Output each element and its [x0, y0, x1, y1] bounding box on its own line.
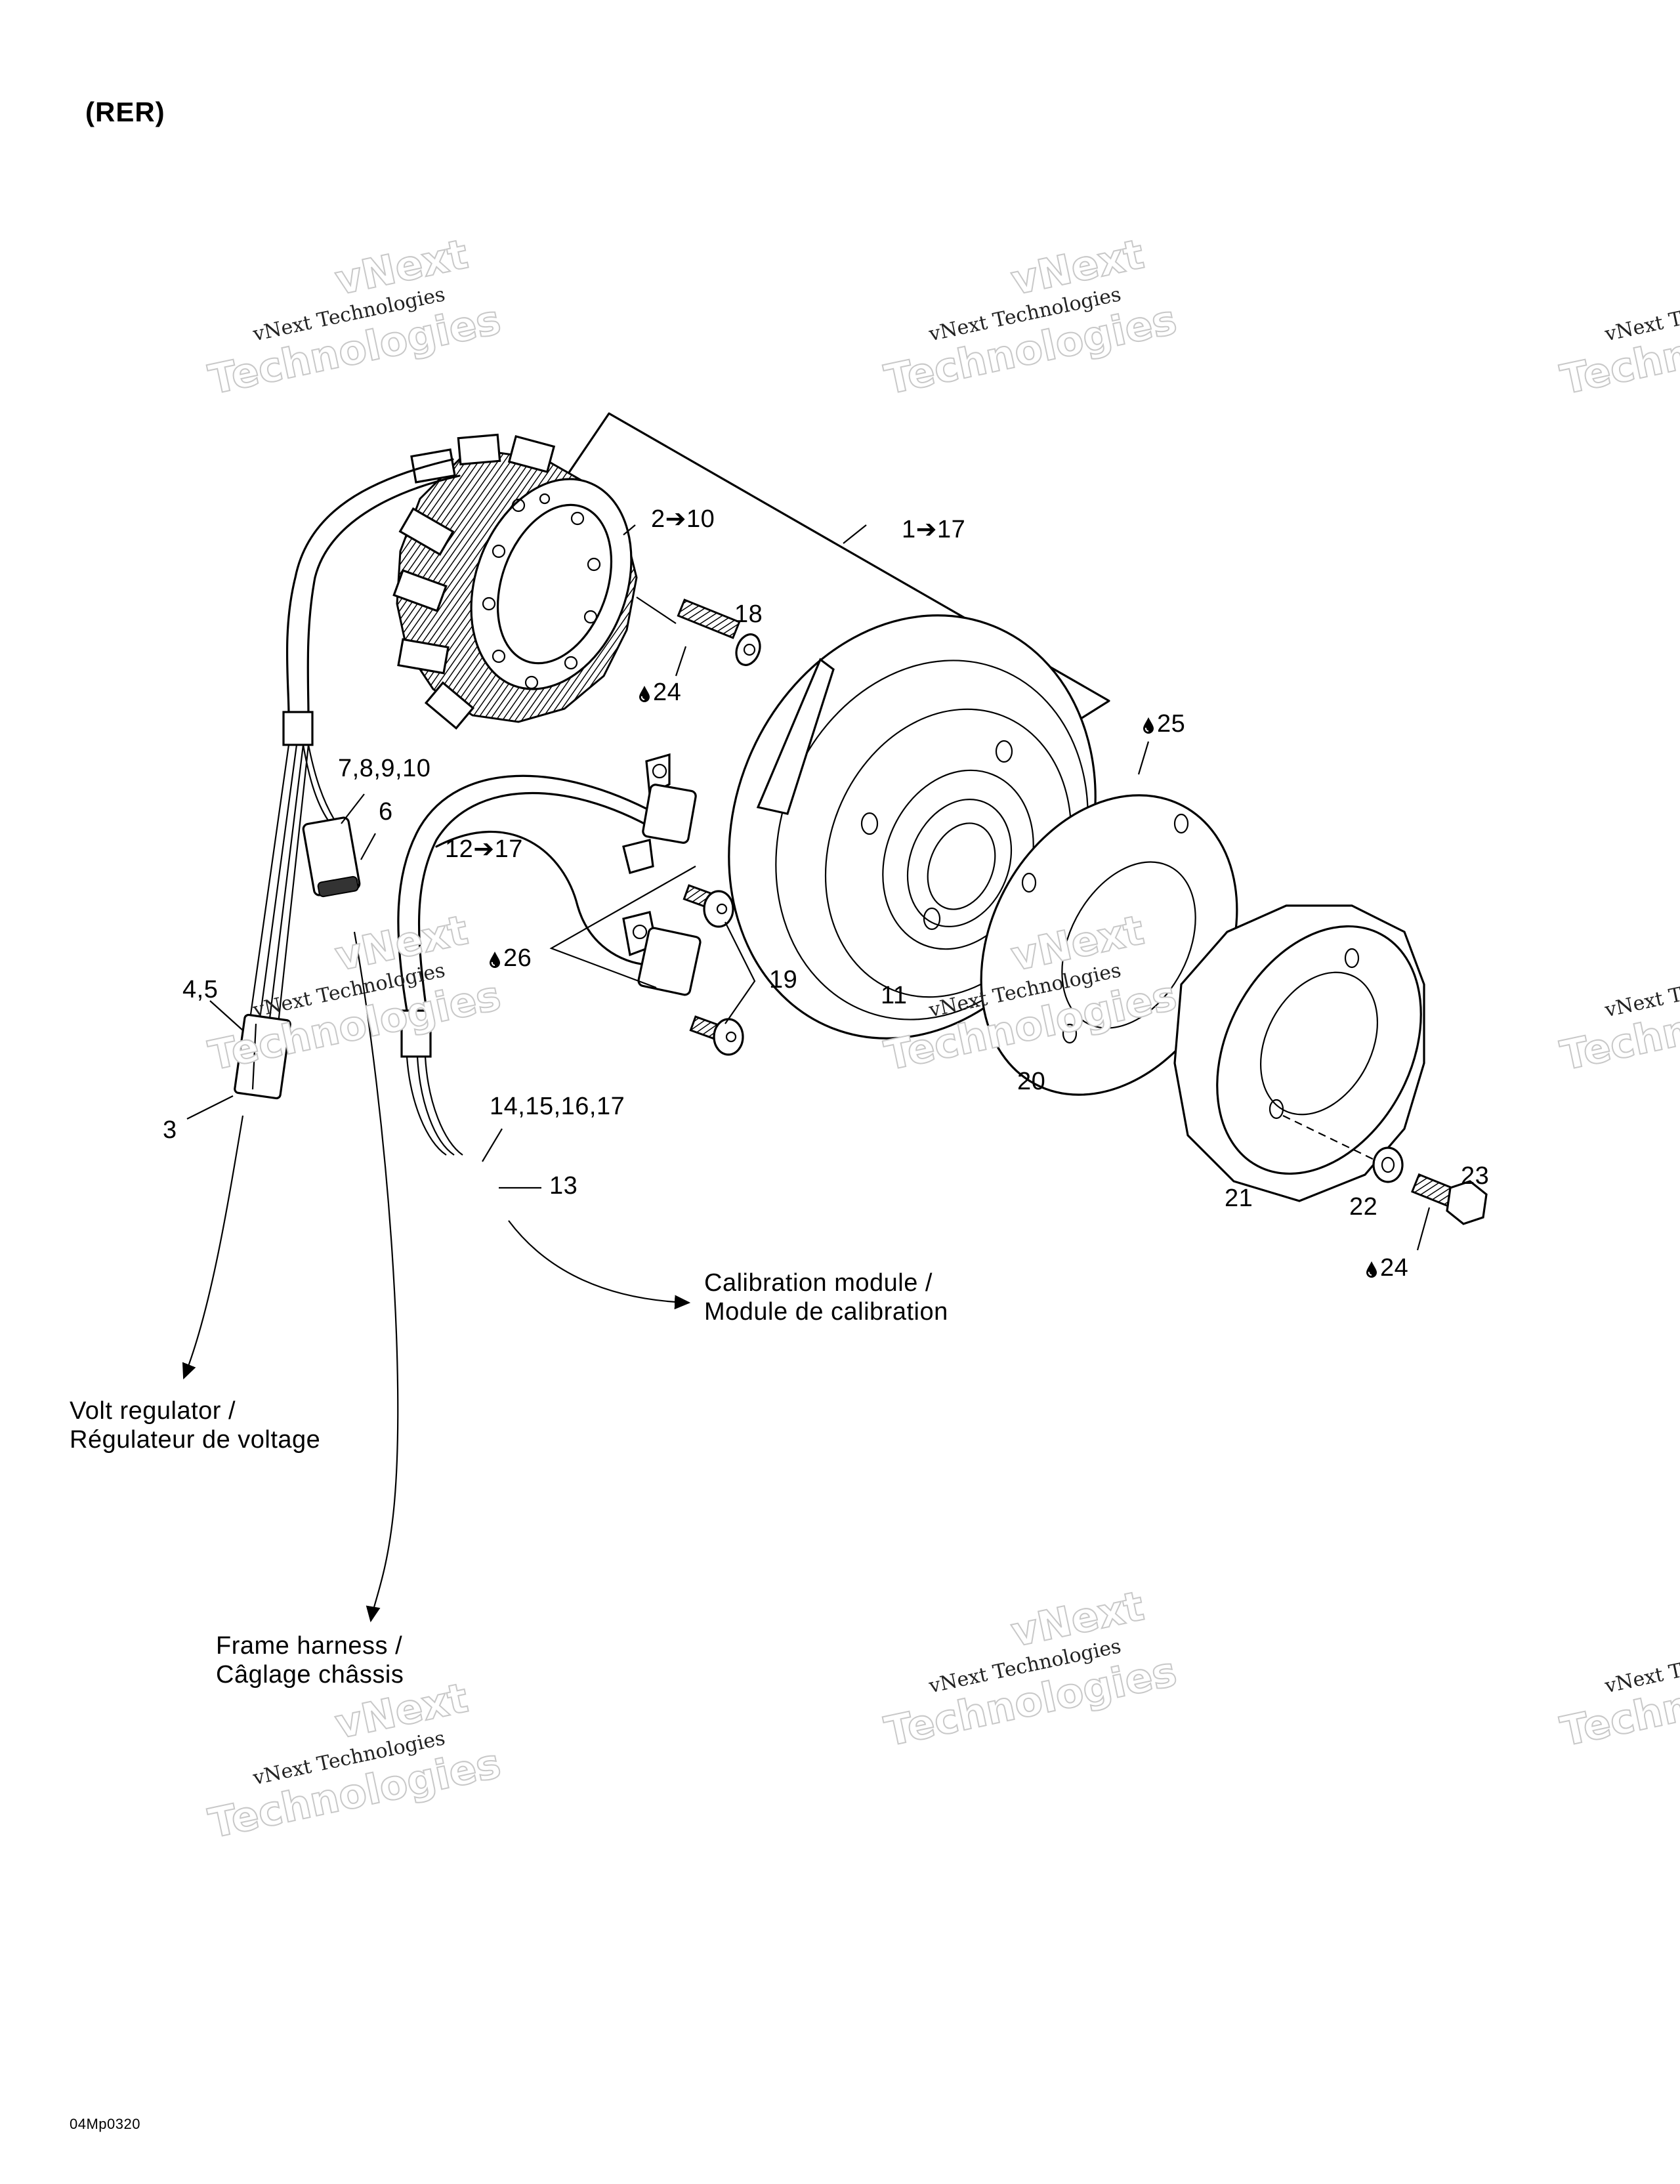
stator: [392, 433, 638, 730]
callout-11: 11: [881, 982, 908, 1009]
frame-harness-note: Frame harness / Câglage châssis: [216, 1631, 404, 1689]
callout-24-upper-label: 24: [653, 679, 682, 706]
callout-24-upper: 24: [638, 680, 681, 705]
sensor-lower: [622, 911, 702, 996]
callout-25: 25: [1142, 711, 1185, 736]
assembly-bracket: [568, 412, 1110, 731]
sensor-harness: [397, 774, 658, 1156]
frame-line-2: Câglage châssis: [216, 1661, 404, 1689]
callout-20: 20: [1017, 1068, 1046, 1095]
callout-25-label: 25: [1157, 710, 1186, 738]
callout-26: 26: [488, 946, 532, 971]
connector-6: [302, 816, 361, 898]
callout-6: 6: [379, 798, 393, 826]
callout-4-5: 4,5: [182, 976, 219, 1003]
sensor-upper: [622, 753, 697, 874]
drop-icon: [1366, 1261, 1377, 1278]
drop-icon: [1143, 717, 1154, 734]
screw-19-lower: [689, 1015, 744, 1056]
callout-3: 3: [163, 1116, 177, 1144]
bolt-23: [1410, 1173, 1488, 1225]
bolt-18: [636, 597, 761, 666]
callout-7-8-9-10: 7,8,9,10: [338, 755, 431, 782]
callout-2-10: 2➔10: [651, 505, 715, 533]
frame-line-1: Frame harness /: [216, 1632, 403, 1660]
volt-line-1: Volt regulator /: [70, 1397, 236, 1425]
calibration-module-note: Calibration module / Module de calibrati…: [704, 1269, 948, 1326]
callout-22: 22: [1349, 1193, 1378, 1221]
connector-3: [234, 1013, 291, 1100]
callout-26-label: 26: [503, 944, 532, 972]
drop-icon: [490, 952, 500, 968]
callout-24-lower: 24: [1365, 1255, 1408, 1280]
callout-23: 23: [1461, 1162, 1490, 1190]
leader-lines: [186, 524, 1431, 1251]
callout-1-17: 1➔17: [902, 516, 966, 543]
washer-22: [1372, 1146, 1404, 1183]
calibration-line-2: Module de calibration: [704, 1298, 948, 1326]
page-title: (RER): [85, 96, 165, 127]
ring-20: [980, 794, 1238, 1096]
callout-18: 18: [734, 600, 763, 628]
screw-19-upper: [682, 884, 734, 928]
callout-14-15-16-17: 14,15,16,17: [490, 1093, 625, 1120]
callout-19: 19: [769, 966, 798, 994]
volt-regulator-note: Volt regulator / Régulateur de voltage: [70, 1396, 320, 1454]
figure-code: 04Mp0320: [70, 2116, 140, 2132]
calibration-line-1: Calibration module /: [704, 1269, 933, 1297]
volt-line-2: Régulateur de voltage: [70, 1426, 321, 1454]
stator-harness: [248, 458, 461, 1024]
callout-24-lower-label: 24: [1380, 1254, 1409, 1282]
callout-21: 21: [1225, 1185, 1253, 1212]
drop-icon: [639, 686, 650, 702]
routing-arrows: [182, 931, 691, 1623]
callout-13: 13: [549, 1172, 578, 1200]
callout-12-17: 12➔17: [445, 835, 523, 863]
starter-cup-21: [1173, 904, 1425, 1202]
